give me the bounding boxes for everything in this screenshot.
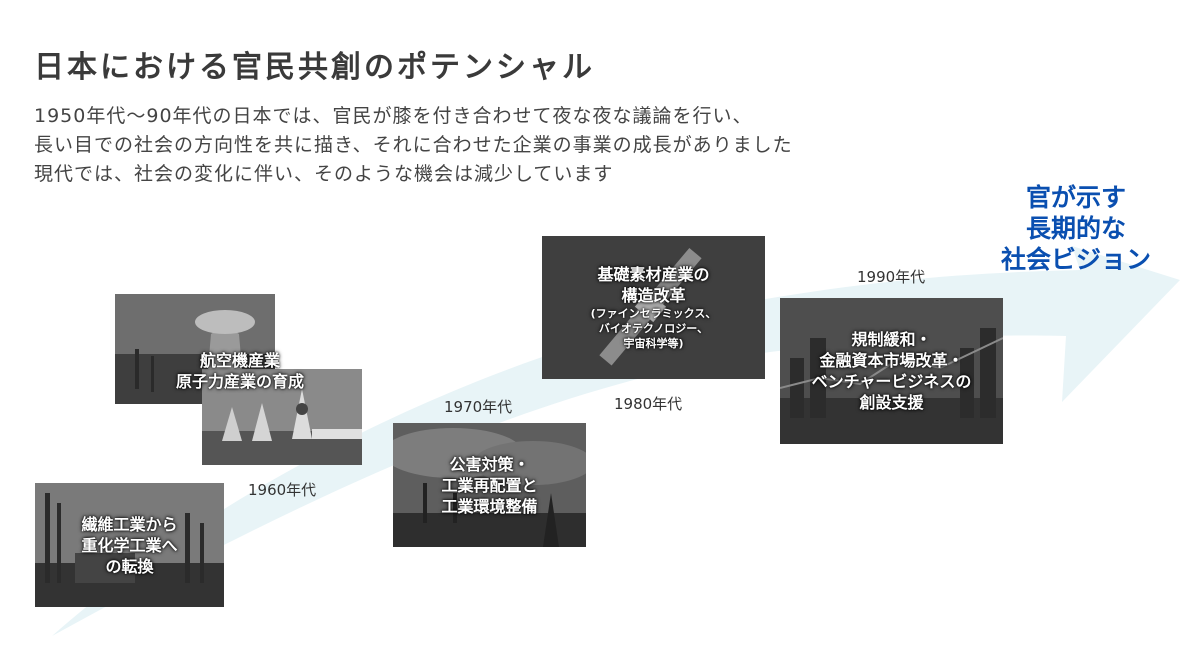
card-materials-sub: 宇宙科学等) — [623, 337, 684, 350]
page-title: 日本における官民共創のポテンシャル — [34, 50, 595, 85]
smoky-industrial-skyline-photo — [393, 423, 586, 547]
year-1990: 1990年代 — [857, 268, 926, 286]
intro-line: 1950年代〜90年代の日本では、官民が膝を付き合わせて夜な夜な議論を行い、 — [34, 105, 753, 127]
card-aviation-line: 原子力産業の育成 — [175, 372, 304, 391]
card-pollution-line: 工業環境整備 — [441, 496, 538, 516]
intro-line: 長い目での社会の方向性を共に描き、それに合わせた企業の事業の成長がありました — [34, 134, 793, 156]
card-aviation-caption: 航空機産業 原子力産業の育成 — [170, 348, 310, 394]
card-deregulation: 規制緩和・ 金融資本市場改革・ ベンチャービジネスの 創設支援 — [780, 298, 1003, 444]
card-deregulation-line: ベンチャービジネスの — [811, 372, 972, 391]
financial-city-overlay-photo — [780, 298, 1003, 444]
intro-text: 1950年代〜90年代の日本では、官民が膝を付き合わせて夜な夜な議論を行い、 長… — [34, 102, 994, 189]
year-1980: 1980年代 — [614, 395, 683, 413]
card-textile-line: 繊維工業から — [81, 514, 178, 534]
year-1970: 1970年代 — [444, 398, 513, 416]
card-textile: 繊維工業から 重化学工業へ の転換 — [35, 483, 224, 607]
card-pollution: 公害対策・ 工業再配置と 工業環境整備 — [393, 423, 586, 547]
card-deregulation-line: 規制緩和・ — [851, 330, 932, 349]
vision-line: 官が示す — [1025, 183, 1126, 212]
card-textile-line: の転換 — [105, 556, 154, 576]
card-materials-sub: バイオテクノロジー、 — [598, 322, 709, 335]
card-textile-line: 重化学工業へ — [81, 535, 178, 555]
card-materials: 基礎素材産業の 構造改革 (ファインセラミックス、 バイオテクノロジー、 宇宙科… — [542, 236, 765, 379]
airliners-photo — [202, 369, 362, 465]
year-1960: 1960年代 — [248, 481, 317, 499]
card-aviation-line: 航空機産業 — [199, 351, 280, 370]
vision-line: 長期的な — [1025, 214, 1126, 243]
factory-chimneys-photo — [35, 483, 224, 607]
card-materials-line: 基礎素材産業の — [597, 265, 710, 284]
satellite-photo — [542, 236, 765, 379]
card-deregulation-line: 創設支援 — [859, 393, 924, 412]
card-pollution-line: 工業再配置と — [441, 475, 538, 495]
card-materials-line: 構造改革 — [621, 286, 686, 305]
timeline-arrow-shape — [52, 246, 1180, 636]
card-pollution-line: 公害対策・ — [449, 454, 530, 474]
card-airliners — [202, 369, 362, 465]
vision-line: 社会ビジョン — [1000, 245, 1151, 274]
card-materials-sub: (ファインセラミックス、 — [590, 307, 717, 320]
intro-line: 現代では、社会の変化に伴い、そのような機会は減少しています — [34, 163, 614, 185]
vision-label: 官が示す 長期的な 社会ビジョン — [985, 182, 1167, 275]
card-deregulation-line: 金融資本市場改革・ — [819, 351, 964, 370]
